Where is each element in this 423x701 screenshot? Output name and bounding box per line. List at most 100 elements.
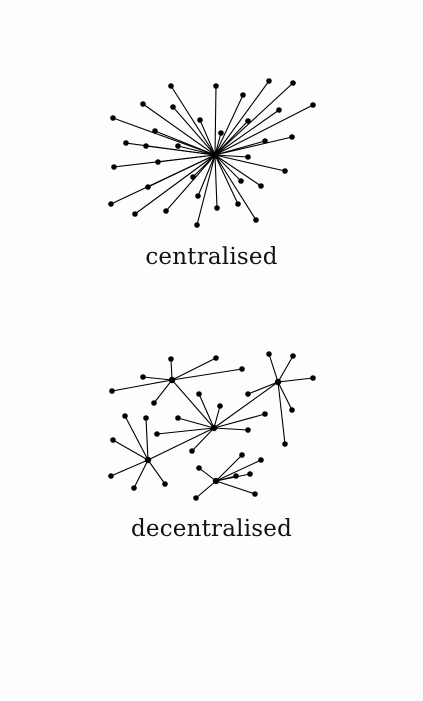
centralised-leaf-node (110, 115, 116, 121)
centralised-leaf-node (240, 92, 246, 98)
decentralised-hub-link (171, 379, 215, 429)
decentralised-hub-link (147, 427, 215, 461)
centralised-leaf-node (245, 154, 251, 160)
centralised-leaf-node (155, 159, 161, 165)
decentralised-leaf-node (262, 411, 268, 417)
decentralised-leaf-node (258, 457, 264, 463)
decentralised-edge (215, 475, 237, 482)
decentralised-edge (268, 353, 279, 383)
centralised-edge (214, 82, 294, 156)
centralised-leaf-node (123, 140, 129, 146)
decentralised-edge (110, 459, 149, 477)
decentralised-edge (124, 415, 149, 461)
decentralised-edge (195, 480, 217, 499)
decentralised-leaf-node (189, 448, 195, 454)
centralised-edge (112, 117, 216, 156)
centralised-edge (199, 119, 216, 156)
centralised-leaf-node (266, 78, 272, 84)
decentralised-edge (145, 417, 149, 461)
decentralised-leaf-node (196, 465, 202, 471)
centralised-edge (165, 154, 216, 212)
centralised-edge (110, 154, 216, 205)
centralised-leaf-node (143, 143, 149, 149)
centralised-leaf-node (197, 117, 203, 123)
centralised-edge (214, 154, 249, 158)
centralised-leaf-node (170, 104, 176, 110)
centralised-edge (214, 136, 293, 156)
centralised-edge (214, 154, 262, 187)
decentralised-edge (156, 427, 215, 435)
decentralised-hub-node (210, 424, 218, 432)
decentralised-edge (153, 379, 173, 404)
centralised-leaf-node (282, 168, 288, 174)
centralised-leaf-node (214, 205, 220, 211)
centralised-leaf-node (289, 134, 295, 140)
decentralised-hub-node (274, 378, 282, 386)
decentralised-leaf-node (289, 407, 295, 413)
decentralised-edge (198, 467, 217, 482)
decentralised-hub-node (168, 376, 176, 384)
decentralised-edge (142, 376, 173, 381)
centralised-edge (157, 154, 216, 163)
decentralised-edge (177, 417, 215, 429)
centralised-edge (197, 154, 216, 197)
decentralised-edge (215, 480, 256, 495)
decentralised-edge (215, 454, 243, 482)
decentralised-hub-node (212, 477, 220, 485)
centralised-edge (170, 85, 216, 156)
decentralised-leaf-node (247, 471, 253, 477)
decentralised-leaf-node (233, 473, 239, 479)
decentralised-leaf-node (217, 403, 223, 409)
centralised-edge (214, 154, 242, 182)
centralised-leaf-node (290, 80, 296, 86)
centralised-leaf-node (145, 184, 151, 190)
decentralised-leaf-node (168, 356, 174, 362)
decentralised-edge (171, 357, 217, 381)
decentralised-leaf-node (131, 485, 137, 491)
decentralised-leaf-node (154, 431, 160, 437)
centralised-caption: centralised (145, 244, 278, 270)
decentralised-edge (147, 459, 166, 485)
centralised-leaf-node (190, 174, 196, 180)
centralised-leaf-node (213, 83, 219, 89)
decentralised-leaf-node (108, 473, 114, 479)
decentralised-edge (112, 439, 149, 461)
decentralised-edge (213, 405, 221, 429)
centralised-leaf-node (132, 211, 138, 217)
centralised-leaf-node (218, 130, 224, 136)
centralised-edge (214, 109, 280, 156)
centralised-edge (214, 80, 270, 156)
centralised-edge (134, 154, 216, 215)
decentralised-leaf-node (110, 437, 116, 443)
centralised-leaf-node (111, 164, 117, 170)
centralised-edge (214, 154, 286, 172)
decentralised-leaf-node (151, 400, 157, 406)
decentralised-leaf-node (310, 375, 316, 381)
decentralised-leaf-node (290, 353, 296, 359)
centralised-leaf-node (194, 222, 200, 228)
centralised-edge (214, 85, 217, 156)
decentralised-leaf-node (140, 374, 146, 380)
centralised-leaf-node (245, 118, 251, 124)
decentralised-leaf-node (109, 388, 115, 394)
centralised-hub-node (211, 151, 219, 159)
centralised-leaf-node (262, 138, 268, 144)
decentralised-leaf-node (213, 355, 219, 361)
centralised-edge (214, 104, 314, 156)
centralised-edge (214, 154, 218, 209)
centralised-edge (214, 120, 249, 156)
decentralised-edge (277, 381, 286, 445)
decentralised-edge (215, 459, 262, 482)
decentralised-leaf-node (282, 441, 288, 447)
centralised-leaf-node (253, 217, 259, 223)
decentralised-edge (111, 379, 173, 392)
centralised-leaf-node (258, 183, 264, 189)
centralised-edge (142, 103, 216, 156)
decentralised-leaf-node (245, 391, 251, 397)
decentralised-hub-node (144, 456, 152, 464)
centralised-edge (214, 132, 222, 156)
centralised-edge (177, 145, 216, 156)
decentralised-edge (213, 413, 266, 429)
decentralised-edge (213, 427, 249, 431)
decentralised-leaf-node (239, 366, 245, 372)
